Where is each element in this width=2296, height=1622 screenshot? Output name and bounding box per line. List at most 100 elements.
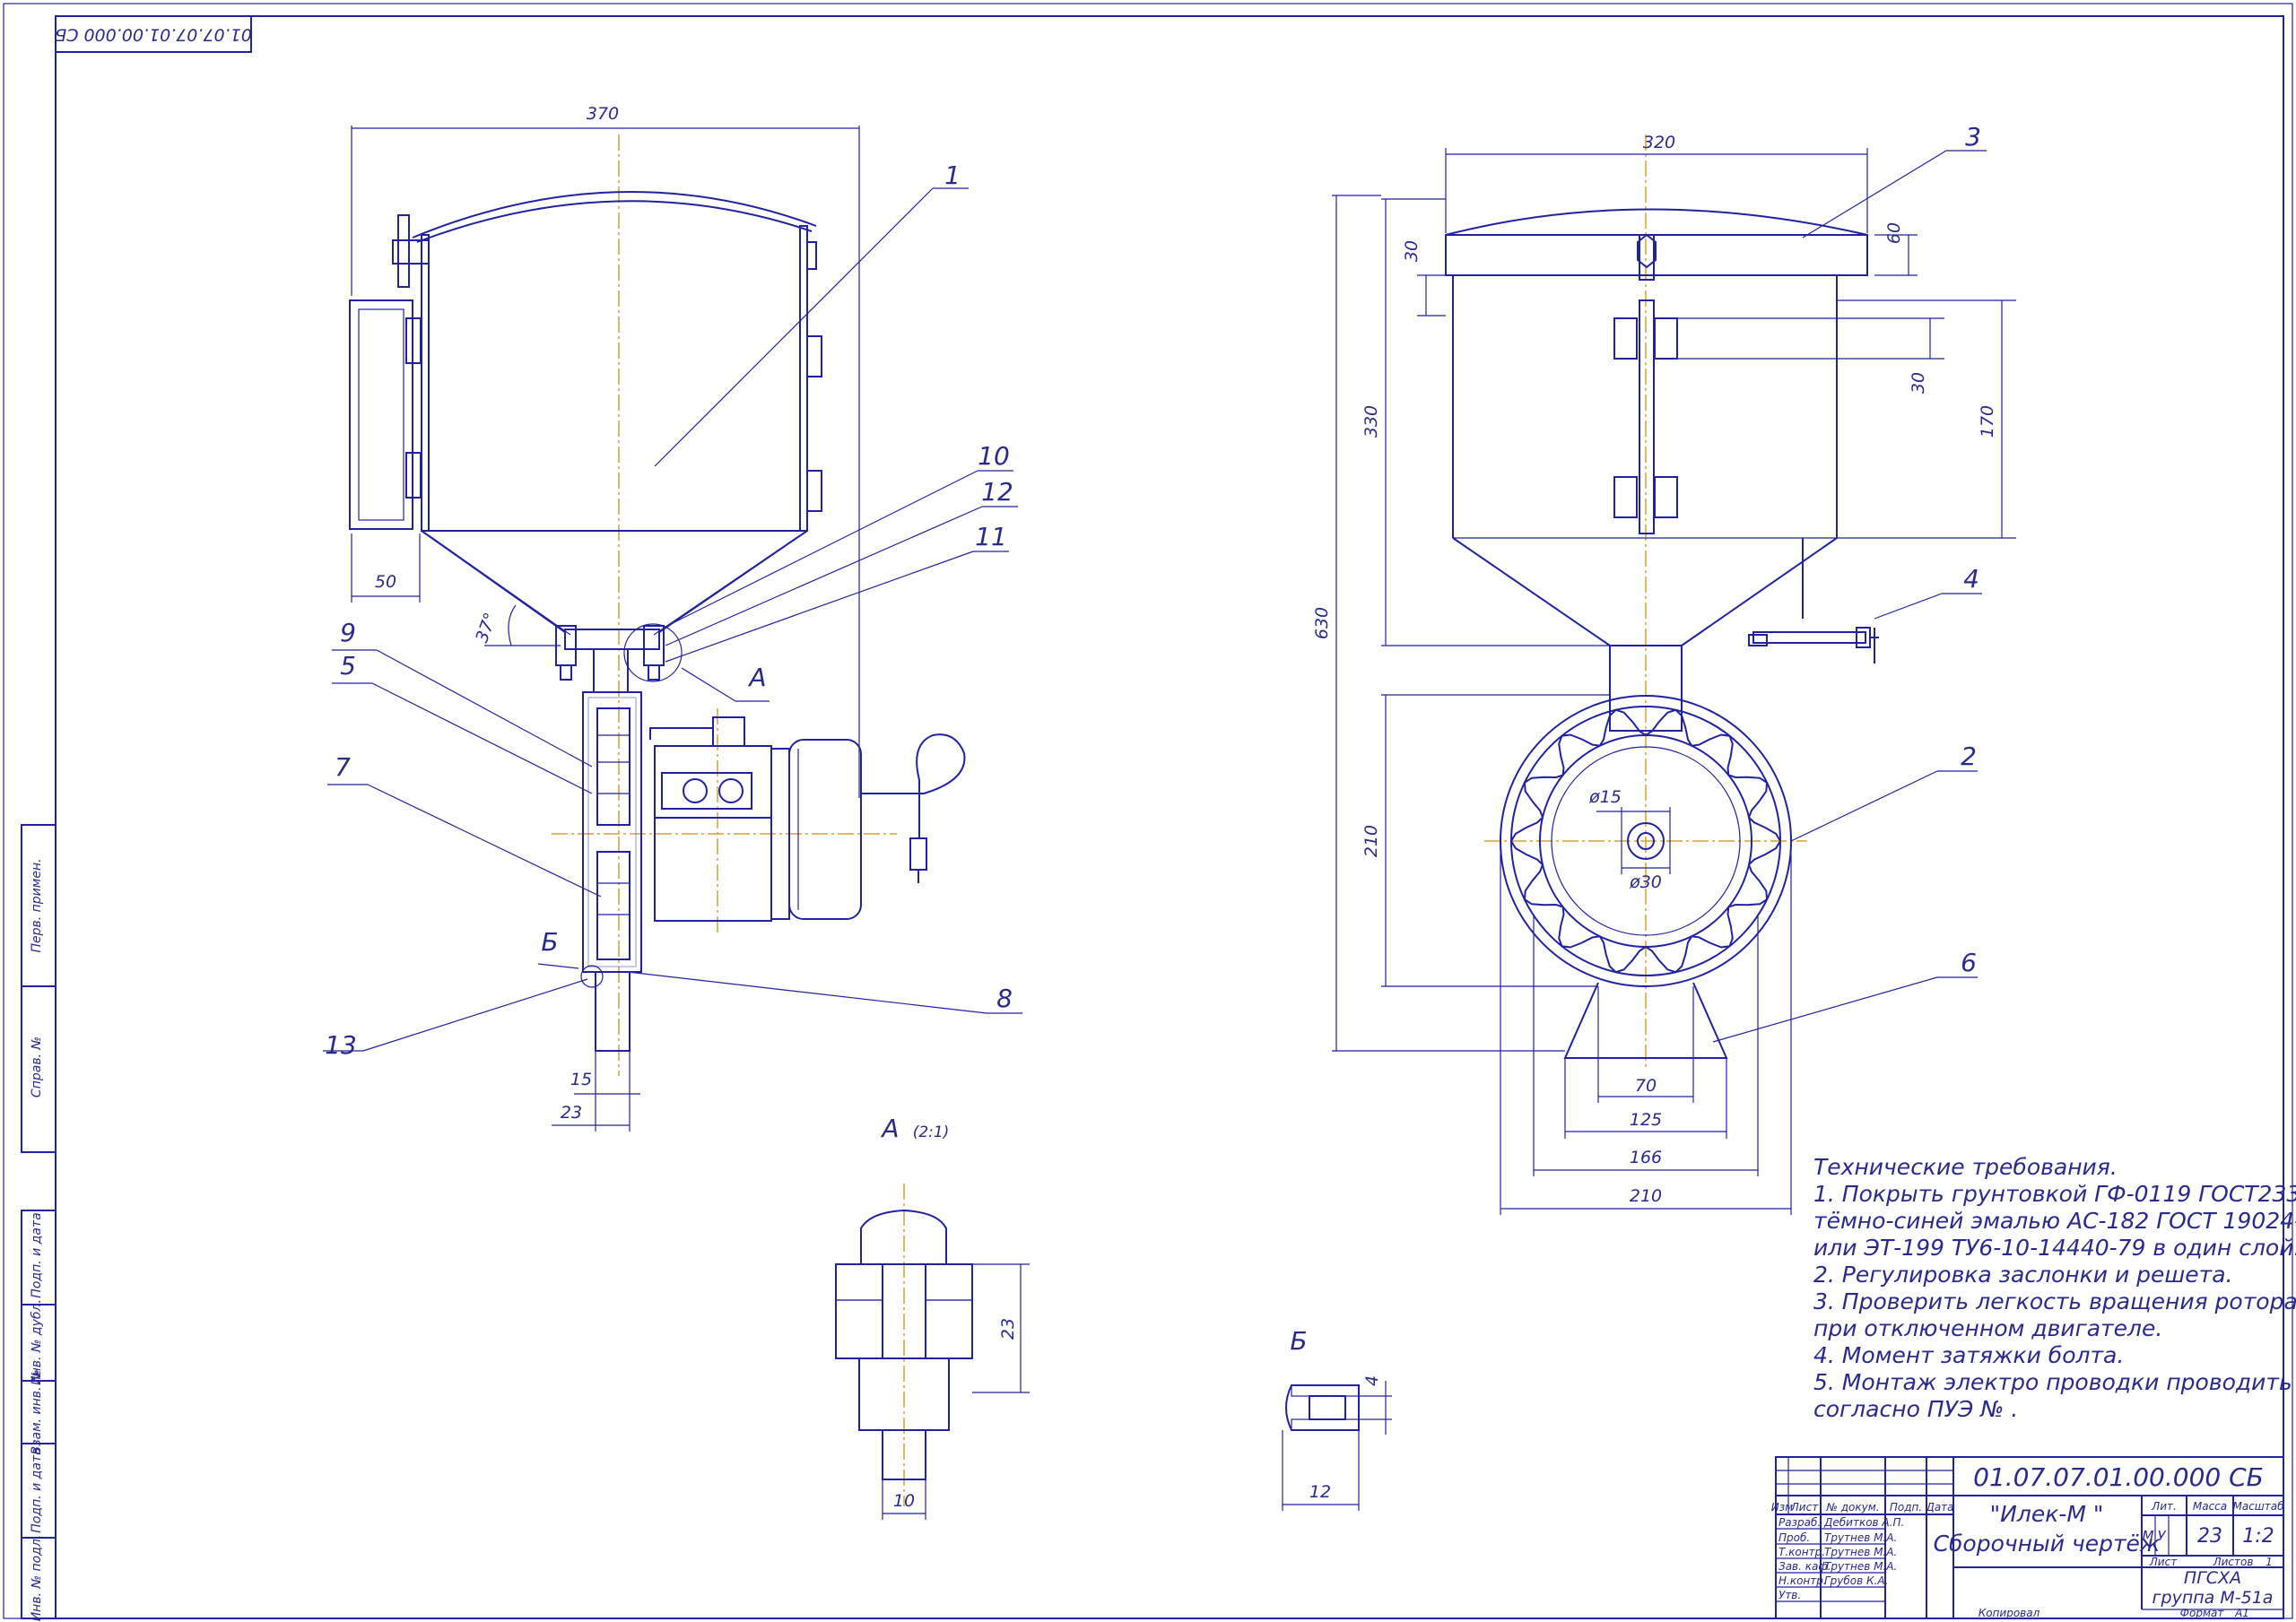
code-stamp-box — [55, 15, 252, 53]
pos-5: 5 — [340, 651, 356, 681]
side-stamp-4: Инв. № дубл. — [30, 1299, 44, 1385]
view-label-A: А — [747, 663, 766, 692]
tb-sheets-value: 1 — [2266, 1556, 2273, 1568]
title-block-grid — [1776, 1457, 1953, 1618]
tb-role-1: Разраб. — [1779, 1516, 1821, 1529]
dim-30a: 30 — [1402, 240, 1422, 262]
dim-630: 630 — [1312, 607, 1332, 639]
dim-d30: ø30 — [1629, 872, 1662, 892]
tb-role-5: Н.контр. — [1779, 1574, 1827, 1587]
detail-A-dim-23: 23 — [998, 1318, 1018, 1340]
tech-line-2: тёмно-синей эмалью АС-182 ГОСТ 19024-79 — [1813, 1208, 2296, 1234]
pos-13: 13 — [325, 1030, 357, 1060]
pos-3: 3 — [1965, 122, 1981, 152]
tb-org-line2: группа М-51а — [2152, 1588, 2274, 1608]
pos-9: 9 — [340, 618, 356, 647]
pos-12: 12 — [981, 477, 1013, 507]
dim-370: 370 — [587, 104, 619, 124]
dim-170: 170 — [1978, 405, 1997, 438]
pos-10: 10 — [978, 441, 1010, 471]
tb-copied: Копировал — [1979, 1607, 2040, 1619]
callout-circle-B — [580, 965, 604, 988]
tb-name-2: Трутнев М.А. — [1824, 1531, 1897, 1544]
tech-title: Технические требования. — [1813, 1154, 2118, 1180]
side-view: 320 60 30 30 170 330 630 210 ø15 ø30 — [1312, 122, 2016, 1215]
tech-line-6: при отключенном двигателе. — [1813, 1315, 2162, 1341]
dim-210-vertical: 210 — [1361, 825, 1381, 857]
callout-circle-A — [623, 623, 683, 682]
detail-A-label: А — [880, 1114, 899, 1143]
tb-sheet-label: Лист — [2149, 1556, 2178, 1568]
tb-hdr-doc: № докум. — [1825, 1501, 1879, 1514]
dim-23: 23 — [561, 1103, 582, 1123]
detail-B-label: Б — [1290, 1326, 1307, 1356]
dim-125: 125 — [1630, 1110, 1662, 1130]
pos-7: 7 — [335, 752, 351, 782]
tech-line-8: 5. Монтаж электро проводки проводить — [1813, 1369, 2292, 1395]
pos-8: 8 — [996, 984, 1013, 1013]
detail-B-dim-12: 12 — [1309, 1482, 1331, 1502]
tb-role-6: Утв. — [1779, 1589, 1801, 1601]
tb-mass-value: 23 — [2197, 1525, 2222, 1548]
dim-320: 320 — [1643, 133, 1675, 152]
sheet-frame — [55, 15, 2284, 1619]
tb-name-1: Дебитков А.П. — [1823, 1516, 1904, 1529]
tb-hdr-date: Дата — [1925, 1501, 1953, 1514]
pos-2: 2 — [1961, 742, 1977, 771]
tb-lit-value: М — [2143, 1528, 2154, 1544]
tech-line-3: или ЭТ-199 ТУ6-10-14440-79 в один слой. — [1813, 1235, 2296, 1261]
front-section-view: 370 50 37° 15 23 1 10 12 11 А 9 — [323, 104, 1022, 1132]
tb-hdr-izm: Изм — [1771, 1501, 1793, 1514]
code-stamp-text: 01.07.07.01.00.000 СБ — [55, 25, 252, 45]
dim-70: 70 — [1635, 1076, 1657, 1096]
tb-scale-label: Масштаб — [2232, 1500, 2284, 1513]
tb-hdr-sign: Подп. — [1890, 1501, 1922, 1514]
detail-B-dim-4: 4 — [1362, 1375, 1382, 1386]
tb-name-5: Грубов К.А. — [1824, 1574, 1888, 1587]
pos-4: 4 — [1963, 564, 1979, 594]
pos-11: 11 — [975, 522, 1007, 551]
dim-60: 60 — [1884, 222, 1904, 244]
tech-line-9: согласно ПУЭ № . — [1813, 1396, 2018, 1422]
detail-B: Б 4 12 — [1282, 1326, 1392, 1511]
detail-A-dim-10: 10 — [893, 1491, 915, 1511]
tb-lit-value2: У — [2157, 1528, 2166, 1544]
tb-scale-value: 1:2 — [2242, 1525, 2274, 1548]
tb-mass-label: Масса — [2193, 1500, 2227, 1513]
dim-50: 50 — [375, 572, 396, 592]
pos-1: 1 — [944, 160, 961, 190]
dim-210-horizontal: 210 — [1630, 1186, 1662, 1206]
tb-code: 01.07.07.01.00.000 СБ — [1973, 1462, 2264, 1492]
view-label-B: Б — [541, 927, 558, 957]
side-stamp-7: Инв. № подл. — [30, 1535, 44, 1622]
tech-line-7: 4. Момент затяжки болта. — [1813, 1342, 2124, 1368]
side-stamp-column: Перв. примен. Справ. № Подп. и дата Инв.… — [21, 824, 57, 1622]
tech-line-5: 3. Проверить легкость вращения ротора — [1813, 1288, 2296, 1314]
dim-166: 166 — [1630, 1148, 1662, 1167]
tb-name-line2: Сборочный чертёж — [1934, 1531, 2161, 1557]
side-stamp-1: Перв. примен. — [30, 858, 44, 952]
dim-30b: 30 — [1909, 372, 1928, 394]
detail-A: А (2:1) 23 10 — [835, 1114, 1030, 1520]
dim-330: 330 — [1361, 405, 1381, 438]
tb-role-4: Зав. каф. — [1779, 1560, 1831, 1573]
pos-6: 6 — [1961, 948, 1977, 977]
tb-lit-label: Лит. — [2151, 1500, 2177, 1513]
tb-sheets-label: Листов — [2213, 1556, 2254, 1568]
tb-format-value: А1 — [2234, 1607, 2249, 1619]
side-stamp-2: Справ. № — [30, 1037, 44, 1097]
tb-role-2: Проб. — [1779, 1531, 1810, 1544]
detail-A-scale: (2:1) — [913, 1123, 950, 1141]
side-stamp-3: Подп. и дата — [30, 1212, 44, 1297]
tech-line-1: 1. Покрыть грунтовкой ГФ-0119 ГОСТ23343-… — [1813, 1181, 2296, 1207]
title-block: Изм Лист № докум. Подп. Дата Разраб. Про… — [1771, 1456, 2284, 1619]
side-stamp-5: Взам. инв. № — [30, 1369, 44, 1454]
tech-line-4: 2. Регулировка заслонки и решета. — [1813, 1262, 2232, 1288]
dim-d15: ø15 — [1588, 787, 1622, 807]
tb-name-line1: "Илек-М " — [1990, 1501, 2104, 1527]
tb-name-3: Трутнев М.А. — [1824, 1546, 1897, 1558]
tb-format-label: Формат — [2180, 1607, 2225, 1619]
tb-name-4: Трутнев М.А. — [1824, 1560, 1897, 1573]
tb-hdr-list: Лист — [1790, 1501, 1819, 1514]
